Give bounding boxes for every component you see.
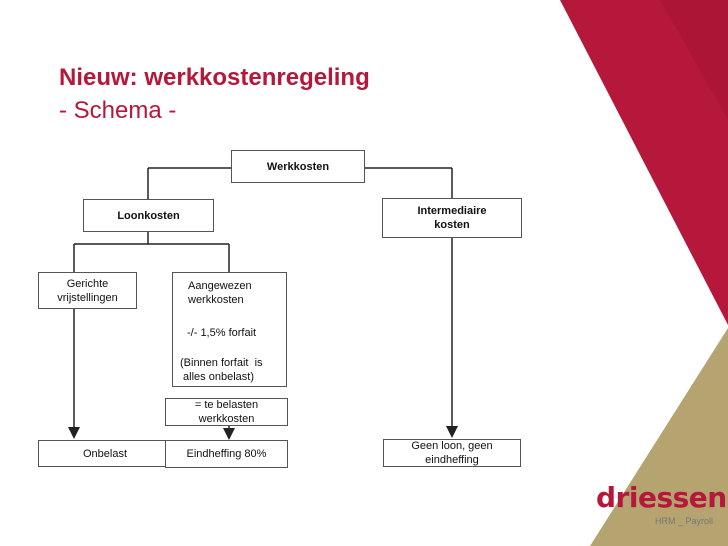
node-aangewezen-line3: (Binnen forfait is alles onbelast) [180, 357, 263, 383]
driessen-logo: driessen [596, 481, 727, 514]
node-werkkosten: Werkkosten [231, 150, 365, 183]
gold-corner-shape [590, 328, 728, 546]
red-corner-shape [560, 0, 728, 325]
node-geen-loon: Geen loon, geen eindheffing [383, 439, 521, 467]
node-eindheffing-label: Eindheffing 80% [186, 448, 267, 460]
node-eindheffing: Eindheffing 80% [165, 440, 288, 468]
node-aangewezen-line1: Aangewezen werkkosten [188, 280, 252, 306]
logo-tagline: HRM _ Payroll [655, 516, 714, 526]
slide-title: Nieuw: werkkostenregeling [59, 64, 370, 91]
node-loonkosten-label: Loonkosten [117, 209, 180, 222]
slide-subtitle: - Schema - [59, 97, 177, 124]
node-aangewezen: Aangewezen werkkosten -/- 1,5% forfait (… [172, 272, 287, 387]
node-onbelast: Onbelast [38, 440, 172, 467]
node-onbelast-label: Onbelast [82, 447, 128, 460]
node-te-belasten-label: = te belasten werkkosten [194, 399, 259, 425]
node-loonkosten: Loonkosten [83, 199, 214, 232]
node-intermediaire: Intermediaire kosten [382, 198, 522, 238]
node-gerichte-label: Gerichte vrijstellingen [57, 277, 118, 304]
node-werkkosten-label: Werkkosten [266, 160, 330, 173]
node-aangewezen-line2: -/- 1,5% forfait [187, 327, 257, 339]
node-geen-loon-label: Geen loon, geen eindheffing [411, 440, 493, 466]
node-gerichte: Gerichte vrijstellingen [38, 272, 137, 309]
node-te-belasten: = te belasten werkkosten [165, 398, 288, 426]
node-intermediaire-label: Intermediaire kosten [417, 205, 487, 231]
